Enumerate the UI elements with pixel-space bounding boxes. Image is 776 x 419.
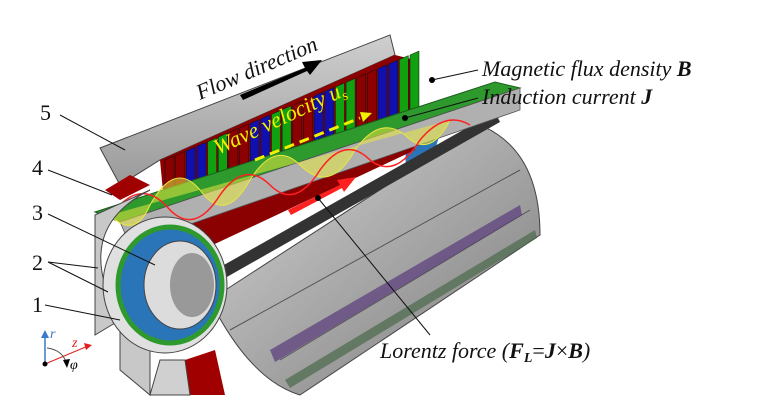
front-end-rings (94, 175, 228, 397)
coil-segment (399, 55, 409, 120)
flux-wave (109, 119, 451, 226)
coordinate-axes: r z φ (41, 327, 92, 373)
part-number-5: 5 (40, 100, 51, 125)
part-number-4: 4 (32, 155, 43, 180)
axis-z-label: z (71, 336, 78, 351)
current-wave (119, 119, 471, 221)
leader-lines (44, 69, 479, 336)
magnetic-flux-label: Magnetic flux density B (481, 56, 692, 81)
axis-r-label: r (50, 327, 56, 342)
coil-segment (409, 50, 420, 116)
part-number-3: 3 (32, 200, 43, 225)
induction-current-label: Induction current J (481, 84, 653, 109)
lorentz-force-arrow (288, 177, 356, 215)
flow-direction-arrow (240, 60, 322, 100)
lorentz-force-label: Lorentz force (FL=J×B) (379, 338, 590, 366)
axis-phi-label: φ (70, 358, 78, 373)
wave-velocity-arrow (254, 116, 361, 162)
lower-stator-half (209, 112, 541, 396)
part-number-2: 2 (32, 250, 43, 275)
part-number-1: 1 (32, 292, 43, 317)
